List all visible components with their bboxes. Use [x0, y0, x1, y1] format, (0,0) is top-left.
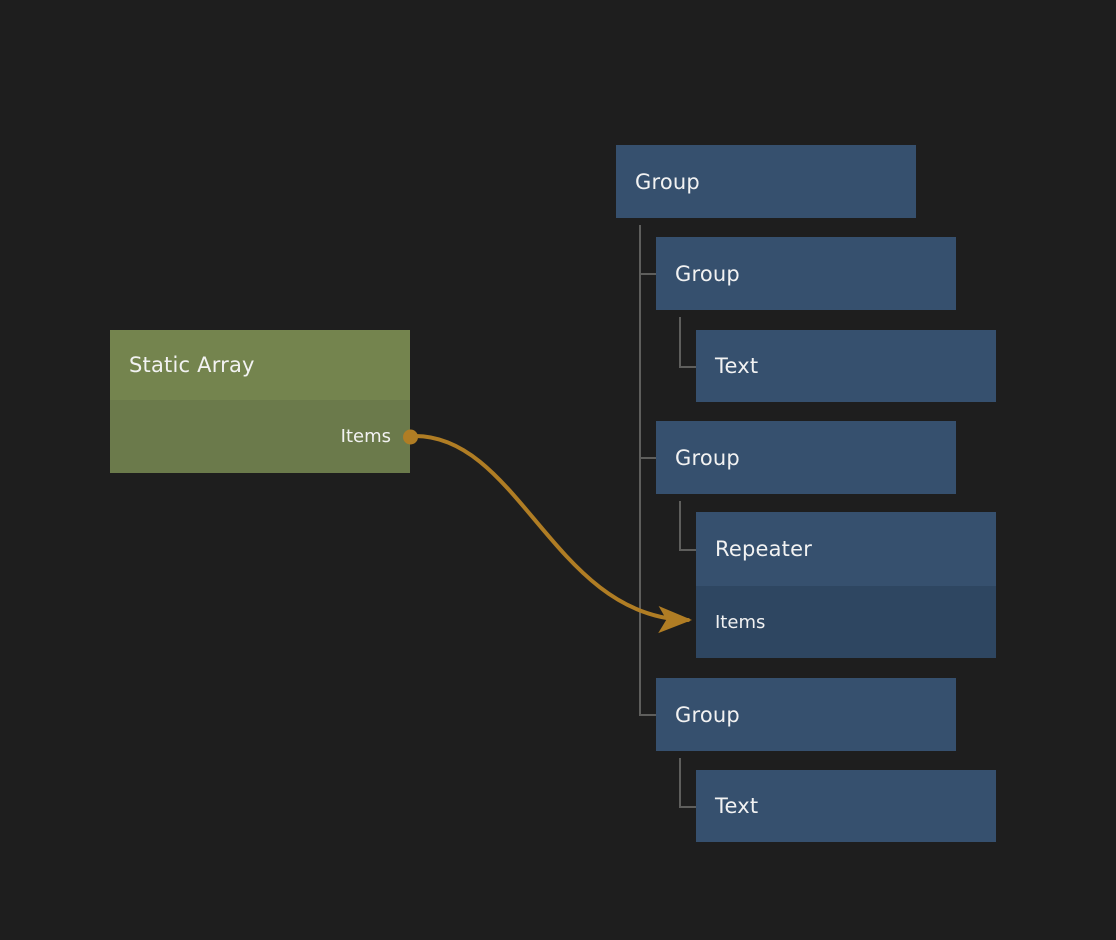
- tree-elbow-h-repeater: [679, 549, 696, 551]
- node-repeater-header[interactable]: Repeater: [696, 512, 996, 586]
- node-repeater-title: Repeater: [715, 537, 813, 561]
- node-static-array[interactable]: Static Array Items: [110, 330, 418, 473]
- tree-elbow-group-c: [639, 714, 656, 716]
- node-text-b-title: Text: [715, 794, 759, 818]
- node-static-array-output-row[interactable]: Items: [110, 400, 418, 473]
- node-text-a-title: Text: [715, 354, 759, 378]
- tree-elbow-v-repeater: [679, 501, 681, 551]
- output-port-dot-items[interactable]: [402, 429, 418, 444]
- tree-elbow-h-text-a: [679, 366, 696, 368]
- node-static-array-title: Static Array: [129, 353, 255, 377]
- node-repeater[interactable]: Repeater Items: [696, 512, 996, 658]
- node-group-a-title: Group: [675, 261, 740, 286]
- tree-stub-group-a: [639, 273, 656, 275]
- node-text-b-header[interactable]: Text: [696, 770, 996, 842]
- node-group-a[interactable]: Group: [656, 237, 956, 310]
- node-group-c-header[interactable]: Group: [656, 678, 956, 751]
- node-group-b-header[interactable]: Group: [656, 421, 956, 494]
- node-group-root-title: Group: [635, 169, 700, 194]
- tree-elbow-v-text-b: [679, 758, 681, 808]
- node-text-b[interactable]: Text: [696, 770, 996, 842]
- node-text-a[interactable]: Text: [696, 330, 996, 402]
- node-repeater-items-label: Items: [715, 611, 766, 633]
- node-group-c-title: Group: [675, 702, 740, 727]
- node-static-array-items-label: Items: [340, 426, 391, 447]
- tree-elbow-v-text-a: [679, 317, 681, 368]
- node-static-array-header[interactable]: Static Array: [110, 330, 410, 400]
- tree-stub-group-b: [639, 457, 656, 459]
- tree-trunk-level1: [639, 225, 641, 716]
- node-group-root-header[interactable]: Group: [616, 145, 916, 218]
- node-group-c[interactable]: Group: [656, 678, 956, 751]
- node-repeater-input-row[interactable]: Items: [696, 586, 996, 658]
- node-group-a-header[interactable]: Group: [656, 237, 956, 310]
- node-group-b-title: Group: [675, 445, 740, 470]
- node-text-a-header[interactable]: Text: [696, 330, 996, 402]
- node-group-root[interactable]: Group: [616, 145, 916, 218]
- tree-elbow-h-text-b: [679, 806, 696, 808]
- wire-static-array-to-repeater: [413, 434, 692, 634]
- node-group-b[interactable]: Group: [656, 421, 956, 494]
